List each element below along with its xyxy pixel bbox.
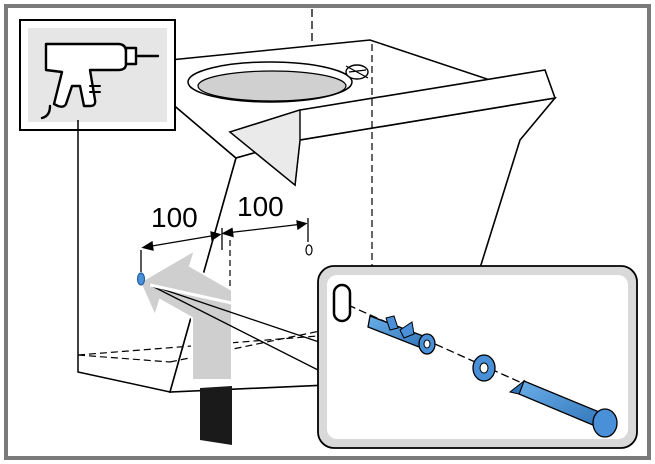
wall-plug-icon [367, 315, 436, 355]
support-post [200, 386, 232, 445]
dimension-label-right: 100 [237, 191, 284, 222]
screw-top-icon [345, 64, 369, 80]
drill-tool-box [19, 19, 176, 131]
drill-icon [40, 42, 160, 120]
screw-icon [508, 379, 618, 438]
wall-hole [332, 283, 352, 323]
insert-arrow-icon [138, 247, 233, 381]
dimension-lines [140, 218, 309, 272]
hood-visor-side [228, 109, 301, 187]
duct-opening-inner [197, 70, 347, 102]
drill-hole-left [136, 272, 146, 286]
anchor-detail-inset [317, 265, 638, 449]
drill-hole-right [305, 244, 313, 256]
dimension-label-left: 100 [151, 202, 198, 233]
washer-icon [472, 354, 496, 382]
